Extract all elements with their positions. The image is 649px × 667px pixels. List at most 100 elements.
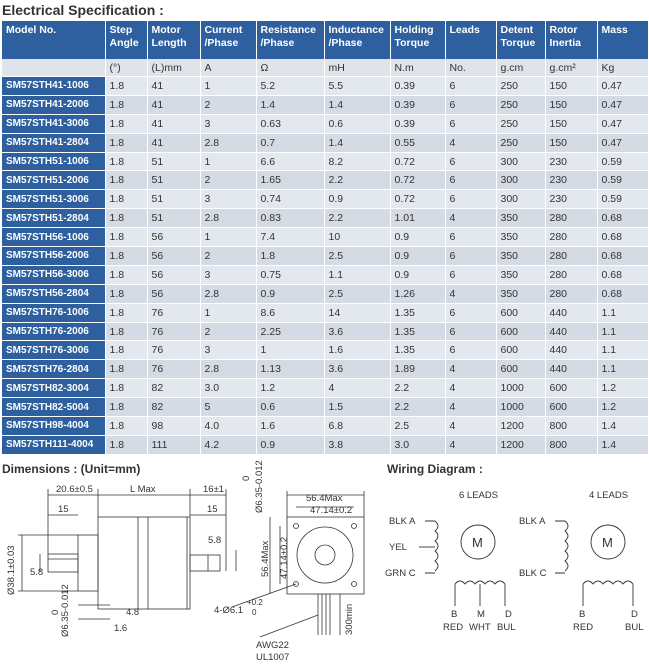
table-cell: 440	[545, 359, 598, 380]
table-cell: 1000	[496, 378, 546, 399]
table-cell: 1.2	[597, 397, 649, 418]
table-cell: 600	[496, 322, 546, 342]
table-cell: 1.8	[105, 170, 148, 191]
table-cell: 1.8	[105, 435, 148, 455]
table-cell: 2.5	[324, 246, 391, 266]
table-cell: 4	[445, 133, 497, 153]
table-cell: 111	[147, 435, 201, 455]
table-cell: 2	[200, 95, 257, 115]
table-cell: 76	[147, 322, 201, 342]
table-cell: 0.7	[256, 133, 325, 153]
wire-label: B	[579, 609, 585, 620]
shaft	[47, 553, 79, 573]
wiring-title: Wiring Diagram :	[387, 462, 483, 476]
table-cell: 0.9	[324, 189, 391, 210]
dim-label: 0	[252, 608, 257, 617]
table-cell: 1.4	[324, 133, 391, 153]
table-cell: 0.39	[390, 114, 446, 134]
table-cell: 0.9	[256, 435, 325, 455]
table-cell: 1.8	[105, 76, 148, 96]
four-leads-title: 4 LEADS	[589, 490, 628, 501]
wire-label: GRN C	[385, 568, 416, 579]
table-cell: 350	[496, 265, 546, 285]
dim-label: 5.8	[208, 535, 221, 546]
table-cell: 6	[445, 303, 497, 323]
table-cell: 1.8	[105, 208, 148, 229]
table-cell: 0.47	[597, 114, 649, 134]
table-cell: 0.6	[256, 397, 325, 418]
model-cell: SM57STH56-3006	[2, 265, 106, 285]
motor-front	[286, 516, 365, 595]
table-cell: 56	[147, 227, 201, 248]
table-cell: 4	[445, 416, 497, 436]
column-header: Mass	[597, 21, 649, 59]
table-cell: 600	[496, 340, 546, 361]
table-cell: 76	[147, 359, 201, 380]
table-cell: 1.8	[105, 322, 148, 342]
model-cell: SM57STH41-2006	[2, 95, 106, 115]
table-cell: 1.4	[597, 416, 649, 436]
table-cell: 5.5	[324, 76, 391, 96]
table-cell: 1.8	[105, 246, 148, 266]
dim-label: 4.8	[126, 607, 139, 618]
table-cell: 6	[445, 340, 497, 361]
table-cell: 1.8	[256, 246, 325, 266]
dim-label: 47.14±0.2	[310, 505, 352, 516]
table-cell: 3.6	[324, 322, 391, 342]
dim-label: L Max	[130, 484, 156, 495]
table-cell: 6	[445, 246, 497, 266]
table-cell: 4	[445, 359, 497, 380]
motor-symbol-label: M	[602, 535, 613, 550]
page-title: Electrical Specification :	[2, 2, 164, 18]
table-cell: 6	[445, 76, 497, 96]
table-cell: 6	[445, 114, 497, 134]
model-cell: SM57STH41-1006	[2, 76, 106, 96]
model-cell: SM57STH51-3006	[2, 189, 106, 210]
table-cell: 1200	[496, 416, 546, 436]
table-cell: 250	[496, 95, 546, 115]
unit-cell: g.cm	[496, 59, 546, 77]
table-cell: 6.6	[256, 152, 325, 172]
table-cell: 600	[545, 378, 598, 399]
table-cell: 76	[147, 303, 201, 323]
table-cell: 3.0	[200, 378, 257, 399]
table-cell: 1.6	[324, 340, 391, 361]
table-cell: 4	[445, 435, 497, 455]
wiring-diagram: 6 LEADS 4 LEADS BLK A YEL GRN C BLK A BL…	[385, 490, 643, 633]
wire-label: BLK C	[519, 568, 547, 579]
table-cell: 1.1	[597, 303, 649, 323]
dim-label: 5.8	[30, 567, 43, 578]
table-cell: 41	[147, 76, 201, 96]
table-cell: 1.8	[105, 114, 148, 134]
wire-label: B	[451, 609, 457, 620]
dim-label: Ø6.35-0.012	[60, 584, 71, 637]
table-cell: 0.68	[597, 284, 649, 304]
table-cell: 0.74	[256, 189, 325, 210]
wire-label: RED	[443, 622, 463, 633]
model-cell: SM57STH41-3006	[2, 114, 106, 134]
wire-label: BUL	[497, 622, 515, 633]
table-cell: 2.25	[256, 322, 325, 342]
column-header: Motor Length	[147, 21, 201, 59]
table-cell: 440	[545, 322, 598, 342]
table-cell: 56	[147, 246, 201, 266]
wire-label: D	[505, 609, 512, 620]
table-cell: 82	[147, 397, 201, 418]
table-cell: 0.63	[256, 114, 325, 134]
table-cell: 0.39	[390, 76, 446, 96]
table-cell: 2.8	[200, 359, 257, 380]
unit-cell: N.m	[390, 59, 446, 77]
model-cell: SM57STH76-2804	[2, 359, 106, 380]
dim-label: 16±1	[203, 484, 224, 495]
table-cell: 350	[496, 246, 546, 266]
column-header: Resistance /Phase	[256, 21, 325, 59]
table-cell: 6	[445, 265, 497, 285]
table-cell: 280	[545, 227, 598, 248]
